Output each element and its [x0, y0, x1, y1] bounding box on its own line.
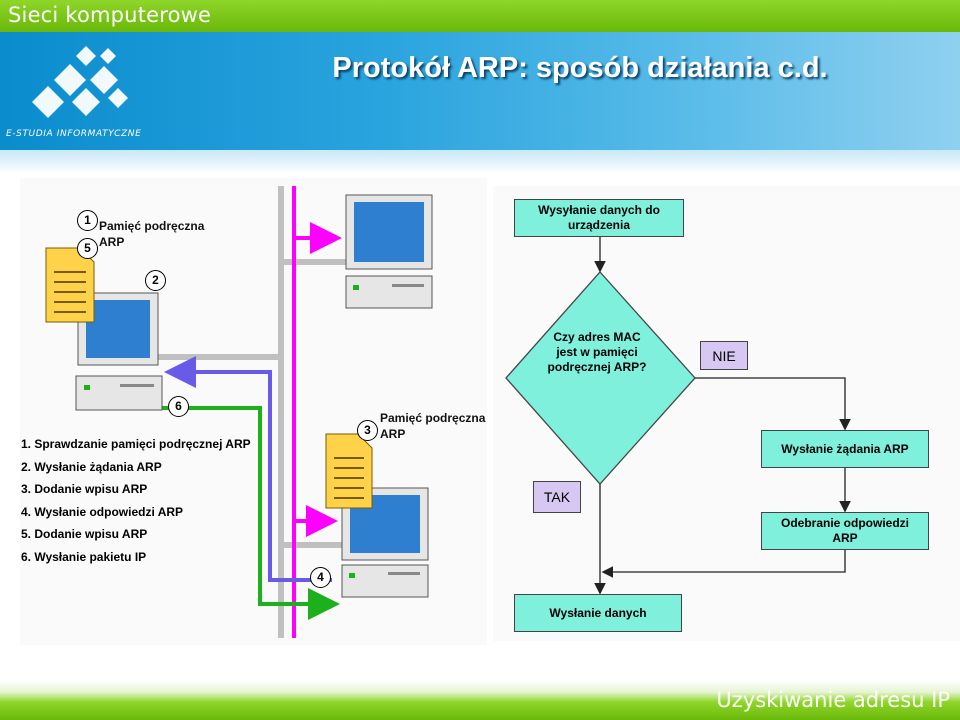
computer-a-icon — [75, 292, 163, 411]
course-title: Sieci komputerowe — [8, 3, 212, 27]
step-item: 3. Dodanie wpisu ARP — [21, 482, 148, 496]
step-item: 2. Wysłanie żądania ARP — [21, 459, 162, 474]
arp-cache-label-b: Pamięć podręczna ARP — [380, 411, 486, 441]
top-bar — [0, 0, 960, 32]
step-marker: 1 — [77, 210, 98, 231]
computer-c-icon — [345, 194, 433, 309]
flow-arp-request-box: Wysłanie żądania ARP — [761, 430, 929, 468]
decision-diamond — [505, 271, 696, 485]
flow-arp-reply-box: Odebranie odpowiedzi ARP — [761, 512, 929, 550]
page-title: Protokół ARP: sposób działania c.d. — [332, 52, 828, 84]
header-band — [0, 32, 960, 150]
step-marker: 3 — [357, 420, 378, 441]
arp-reply-line — [164, 356, 332, 582]
arp-cache-document-icon — [325, 433, 373, 509]
arp-cache-document-icon — [45, 247, 95, 323]
steps-list: 1. Sprawdzanie pamięci podręcznej ARP 2.… — [21, 433, 251, 568]
footer-title: Uzyskiwanie adresu IP — [716, 688, 950, 712]
step-marker: 4 — [310, 567, 331, 588]
step-item: 1. Sprawdzanie pamięci podręcznej ARP — [21, 437, 251, 451]
no-label: NIE — [700, 341, 748, 370]
step-item: 6. Wysłanie pakietu IP — [21, 549, 147, 564]
step-item: 5. Dodanie wpisu ARP — [21, 527, 148, 541]
logo-icon — [32, 46, 128, 118]
flow-start-box: Wysyłanie danych do urządzenia — [514, 199, 684, 237]
network-bus — [278, 186, 284, 638]
arp-cache-label-a: Pamięć podręczna ARP — [99, 219, 205, 249]
yes-label: TAK — [533, 481, 581, 513]
header-fade — [0, 150, 960, 174]
flow-send-box: Wysłanie danych — [514, 594, 682, 632]
computer-b-icon — [341, 487, 429, 598]
step-marker: 6 — [168, 396, 189, 417]
ip-packet-line — [162, 406, 340, 620]
step-marker: 5 — [77, 238, 98, 259]
step-marker: 2 — [145, 270, 166, 291]
flow-decision-text: Czy adres MAC jest w pamięci podręcznej … — [547, 330, 647, 374]
footer-band — [0, 680, 960, 720]
step-item: 4. Wysłanie odpowiedzi ARP — [21, 504, 184, 519]
logo-text: E-STUDIA INFORMATYCZNE — [6, 129, 142, 139]
